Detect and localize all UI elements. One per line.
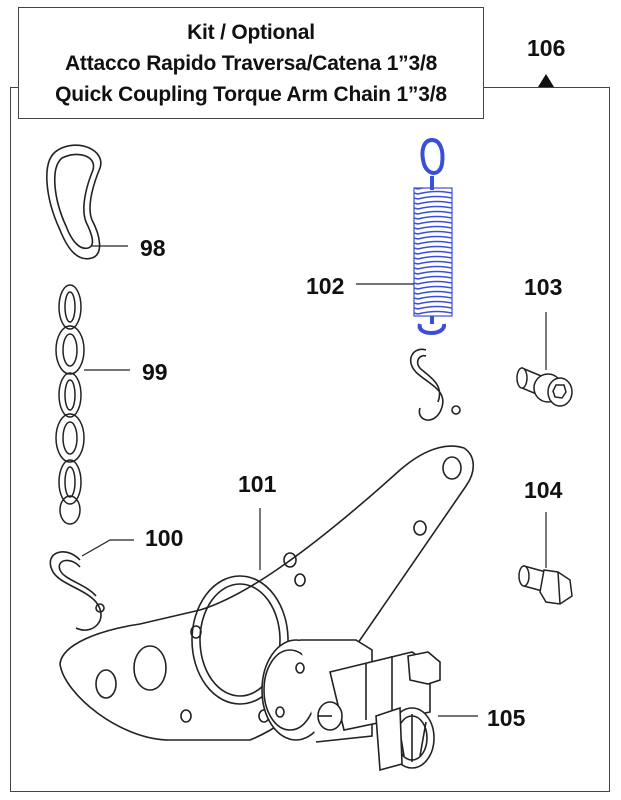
part-s-hook-upper (409, 348, 461, 421)
part-98-link (46, 144, 102, 260)
part-103-cap-screw (516, 366, 573, 407)
leader-100 (81, 539, 134, 557)
part-label-104: 104 (524, 477, 563, 503)
part-102-spring (413, 137, 453, 335)
part-100-s-hook (49, 551, 105, 631)
part-label-99: 99 (142, 359, 168, 385)
title-line-3: Quick Coupling Torque Arm Chain 1”3/8 (55, 82, 447, 106)
kit-title-box: Kit / Optional Attacco Rapido Traversa/C… (18, 7, 484, 119)
reference-arrow-icon (538, 74, 554, 87)
part-label-103: 103 (524, 274, 562, 300)
part-label-102: 102 (306, 273, 344, 299)
reference-number: 106 (527, 35, 565, 61)
part-105-coupling-hub (261, 639, 441, 772)
title-line-1: Kit / Optional (187, 20, 315, 44)
part-104-hex-bolt (518, 565, 573, 605)
part-label-101: 101 (238, 471, 277, 497)
part-label-105: 105 (487, 705, 526, 731)
part-101-torque-arm (59, 445, 475, 741)
part-99-chain (55, 284, 85, 525)
part-label-100: 100 (145, 525, 183, 551)
title-line-2: Attacco Rapido Traversa/Catena 1”3/8 (64, 51, 438, 75)
part-label-98: 98 (140, 235, 166, 261)
